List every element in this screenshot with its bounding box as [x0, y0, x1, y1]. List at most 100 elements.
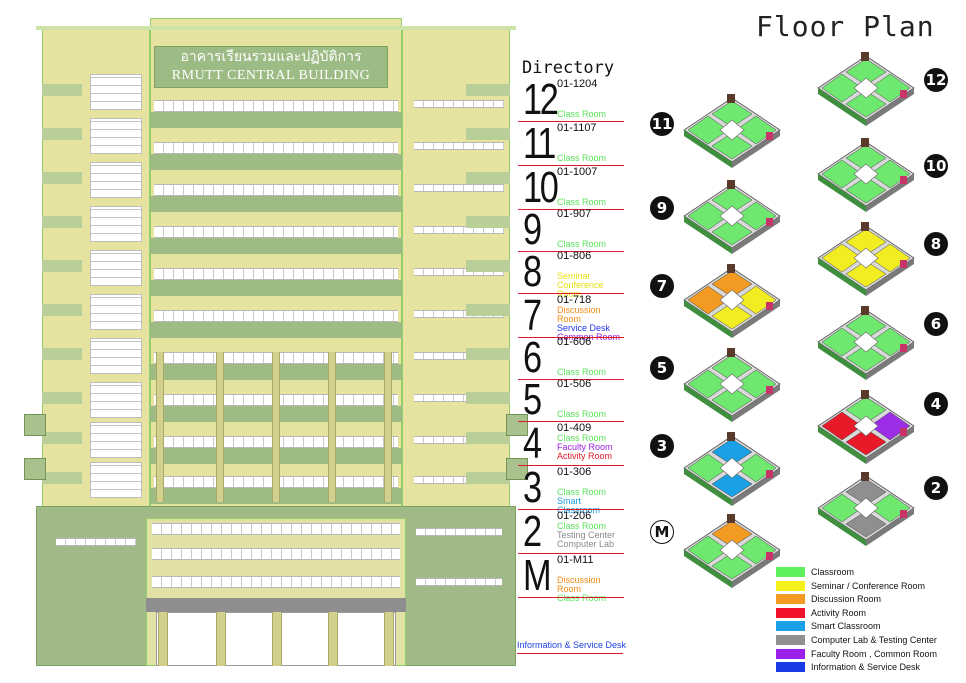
- stair-core: [727, 264, 735, 273]
- room-area-west: [821, 411, 863, 441]
- room-types: Class Room: [557, 368, 606, 377]
- tower-window: [90, 162, 142, 198]
- legend-swatch: [776, 621, 805, 632]
- window-row: [152, 576, 400, 588]
- service-core: [900, 428, 907, 436]
- floor-plan-drawing: [683, 432, 781, 506]
- stair-core: [727, 348, 735, 357]
- room-type-label: Class Room: [557, 409, 607, 419]
- legend-label: Information & Service Desk: [811, 662, 921, 673]
- floor-band: [150, 112, 402, 128]
- tower-band: [466, 304, 510, 316]
- facade-column: [328, 352, 336, 502]
- floor-plan-drawing: [683, 264, 781, 338]
- tower-band: [42, 472, 82, 484]
- floor-number: 12: [523, 75, 559, 124]
- tower-band: [466, 216, 510, 228]
- slab-edge-left: [818, 426, 866, 464]
- slab-edge-left: [818, 88, 866, 126]
- room-area-south: [711, 132, 753, 160]
- window-row: [154, 226, 398, 238]
- floor-number: 9: [523, 205, 542, 254]
- room-area-west: [687, 285, 729, 315]
- room-types: Class Room: [557, 198, 606, 207]
- floor-band: [150, 196, 402, 212]
- stair-core: [861, 472, 869, 481]
- floor-badge: 9: [650, 196, 674, 220]
- entry-rule: [518, 465, 624, 466]
- floor-plan-drawing: [683, 348, 781, 422]
- room-type-label: Class Room: [557, 593, 607, 603]
- stair-core: [727, 180, 735, 189]
- room-area-south: [845, 90, 887, 118]
- window-row: [414, 394, 504, 402]
- entry-rule: [518, 209, 624, 210]
- side-box: [24, 414, 46, 436]
- atrium: [719, 373, 745, 395]
- roof-line: [36, 26, 516, 30]
- room-types: Class Room: [557, 240, 606, 249]
- side-box: [506, 414, 528, 436]
- slab-edge-left: [684, 130, 732, 168]
- room-area-west: [687, 535, 729, 565]
- room-type-label: Class Room: [557, 487, 607, 497]
- atrium: [719, 539, 745, 561]
- floor-number: 5: [523, 375, 542, 424]
- room-type-label: Seminar: [557, 271, 591, 281]
- floor-number: 6: [523, 333, 542, 382]
- window-row: [56, 538, 136, 546]
- window-row: [414, 310, 504, 318]
- stair-core: [861, 52, 869, 61]
- entry-rule: [518, 251, 624, 252]
- window-row: [416, 578, 502, 586]
- floor-badge: 12: [924, 68, 948, 92]
- room-area-south: [711, 386, 753, 414]
- side-box: [506, 458, 528, 480]
- atrium: [853, 77, 879, 99]
- floor-band: [150, 238, 402, 254]
- tower-band: [466, 392, 510, 404]
- side-box: [24, 458, 46, 480]
- directory-title: Directory: [522, 58, 615, 78]
- atrium: [853, 163, 879, 185]
- legend-swatch: [776, 635, 805, 645]
- legend-label: Discussion Room: [811, 594, 882, 605]
- room-area-west: [687, 369, 729, 399]
- room-area-south: [845, 344, 887, 372]
- room-area-west: [821, 327, 863, 357]
- room-type-label: Class Room: [557, 367, 607, 377]
- tower-band: [466, 260, 510, 272]
- floor-plan-drawing: [817, 390, 915, 464]
- tower-band: [42, 84, 82, 96]
- room-type-label: Conference Room: [557, 280, 604, 299]
- floor-number: 3: [523, 463, 542, 512]
- tower-window: [90, 422, 142, 458]
- legend-swatch: [776, 567, 805, 577]
- atrium: [853, 497, 879, 519]
- room-type-label: Discussion Room: [557, 575, 601, 594]
- room-area-west: [687, 453, 729, 483]
- floor-badge: 5: [650, 356, 674, 380]
- service-core: [766, 302, 773, 310]
- stair-core: [727, 514, 735, 523]
- service-core: [900, 176, 907, 184]
- room-type-label: Class Room: [557, 433, 607, 443]
- entrance-column: [384, 612, 394, 666]
- page-title: Floor Plan: [756, 10, 935, 43]
- floor-badge: 4: [924, 392, 948, 416]
- entrance-column: [272, 612, 282, 666]
- floor-plan-drawing: [817, 52, 915, 126]
- floor-badge: 6: [924, 312, 948, 336]
- floor-band: [150, 280, 402, 296]
- window-row: [154, 310, 398, 322]
- atrium: [719, 289, 745, 311]
- slab-edge-left: [684, 300, 732, 338]
- tower-band: [42, 348, 82, 360]
- floor-plan-drawing: [683, 180, 781, 254]
- atrium: [719, 205, 745, 227]
- tower-band: [42, 260, 82, 272]
- info-desk-rule: [517, 653, 623, 654]
